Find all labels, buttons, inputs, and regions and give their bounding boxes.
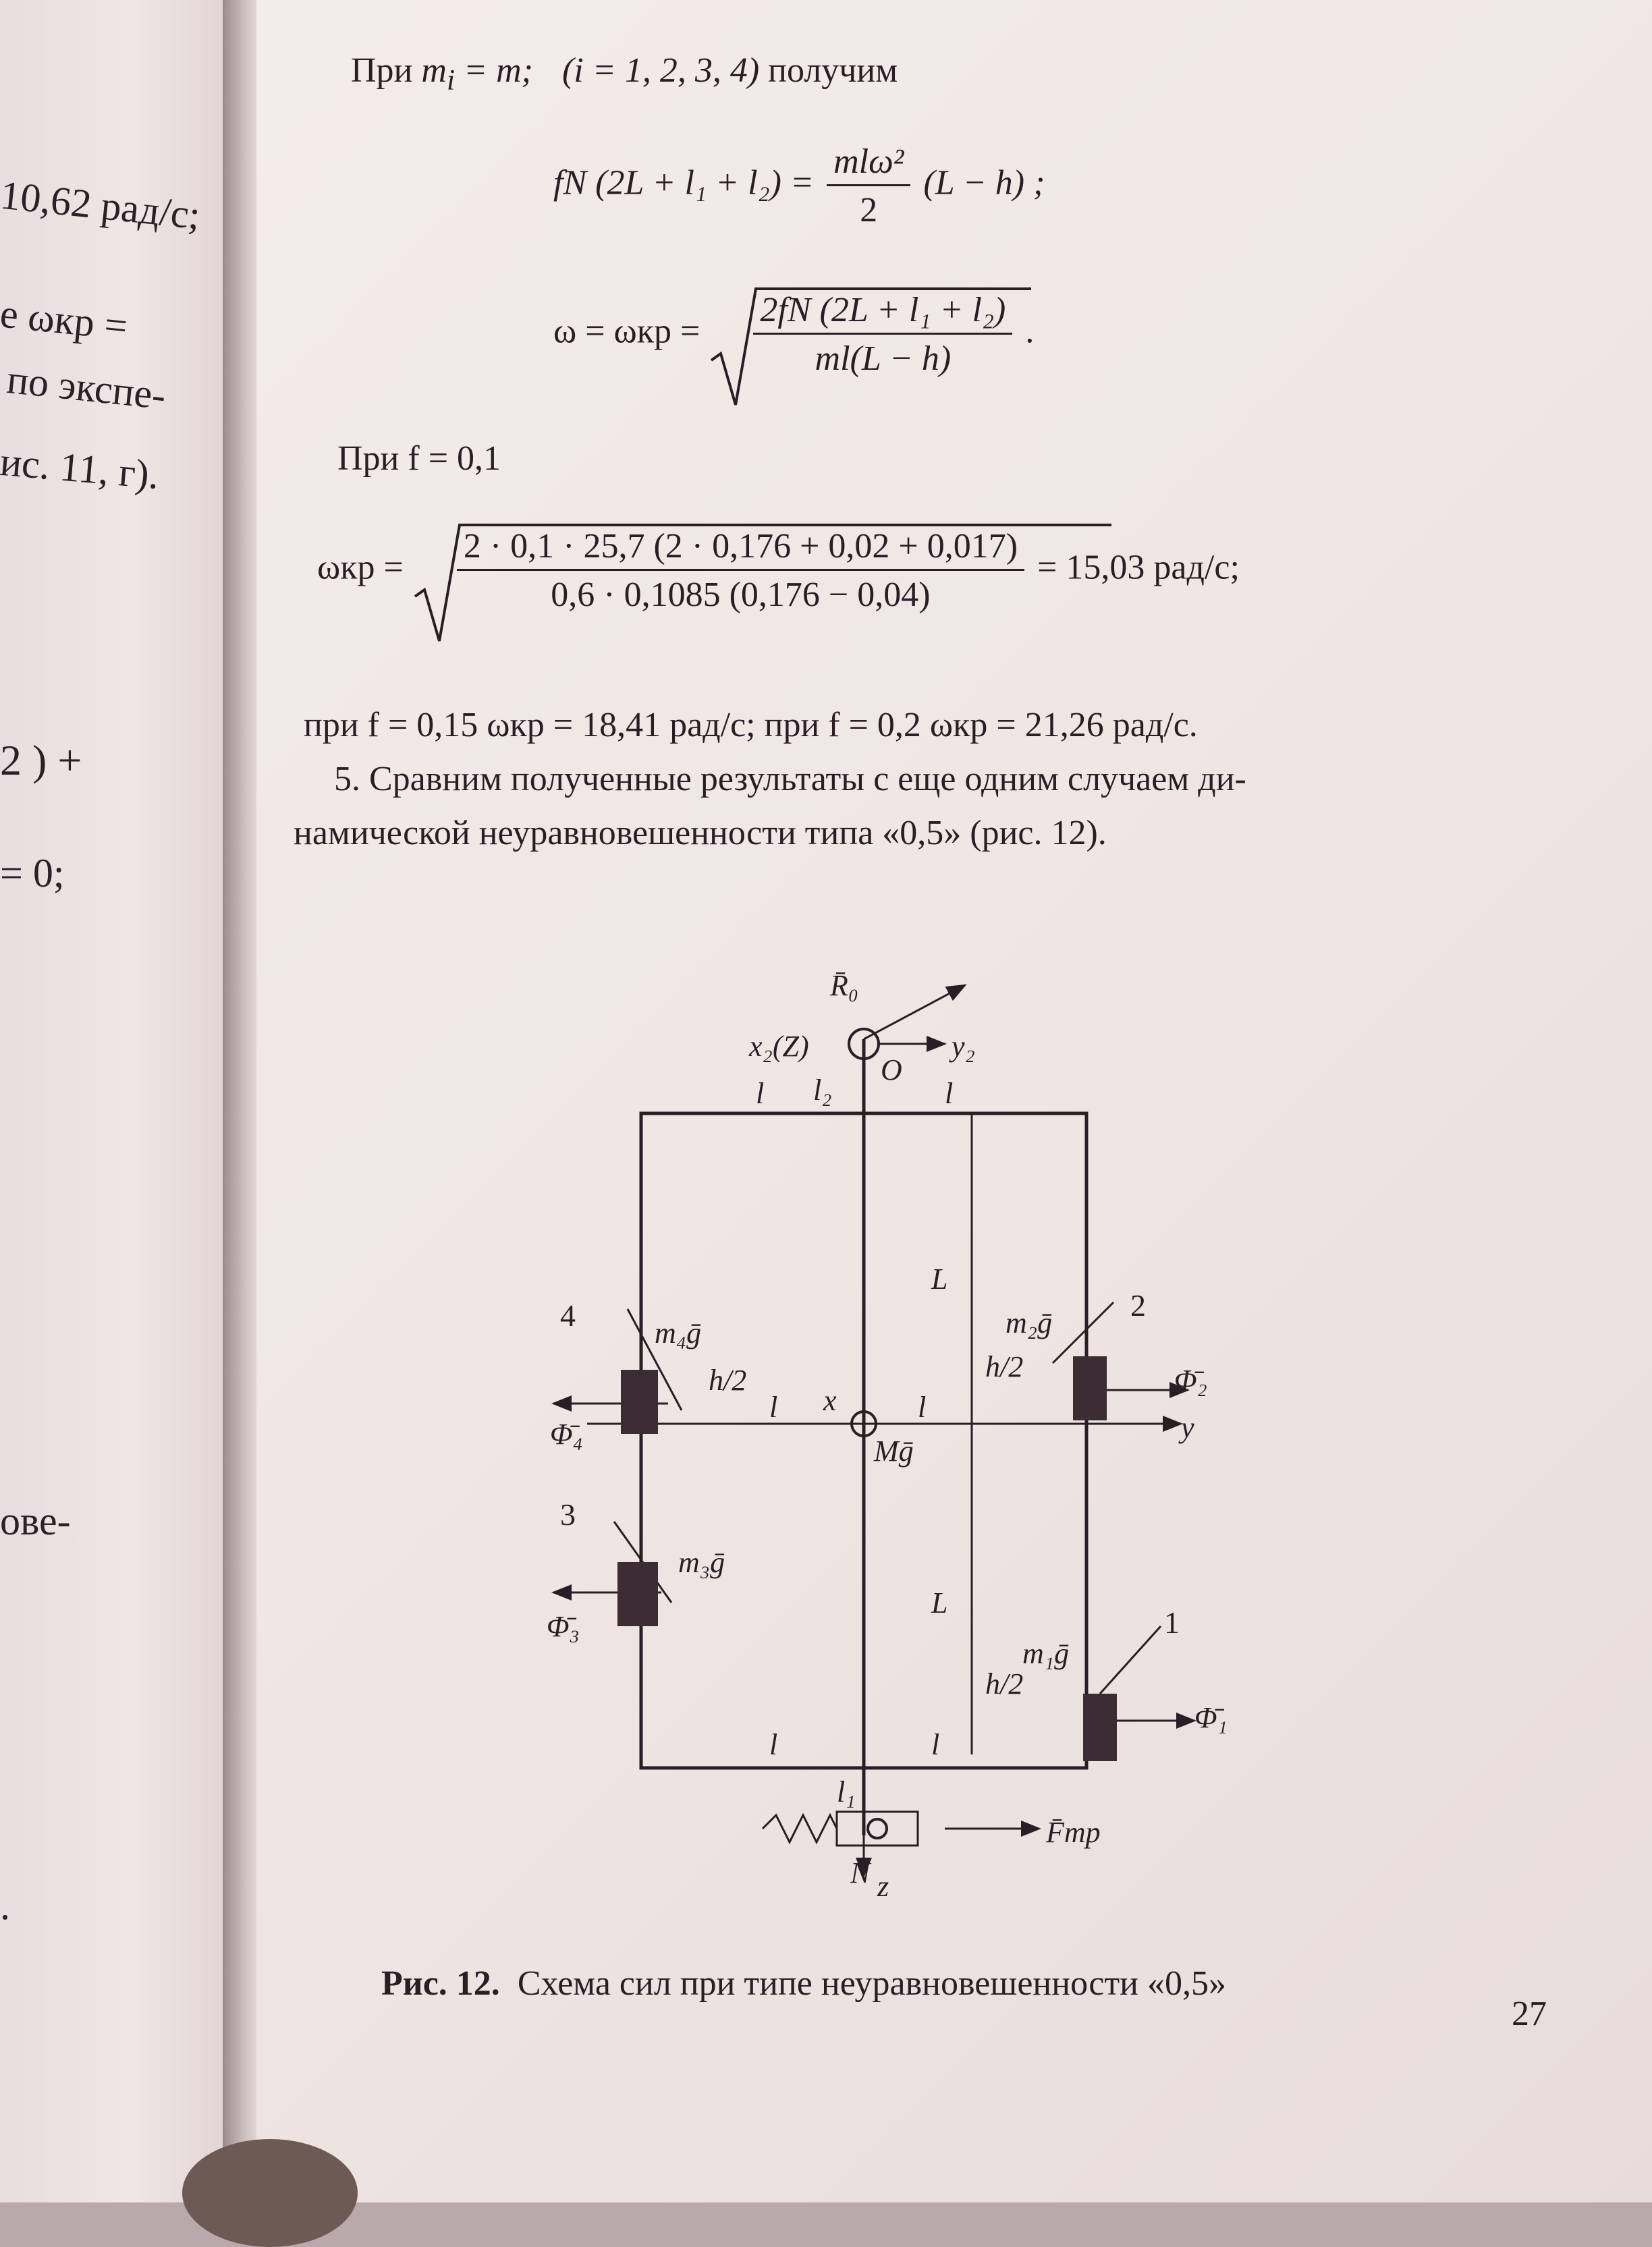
spring — [761, 1812, 838, 1845]
label-l-mid-left: l — [769, 1391, 777, 1424]
results-line: при f = 0,15 ωкр = 18,41 рад/с; при f = … — [304, 706, 1198, 744]
left-fragment: ис. 11, г). — [0, 439, 161, 498]
thumb — [182, 2139, 358, 2247]
left-fragment: = 0; — [0, 851, 65, 895]
label-x2z: x₂(Z) — [748, 1030, 809, 1063]
right-page: При mi = m; (i = 1, 2, 3, 4) получим fN … — [256, 0, 1652, 2202]
mass-2 — [1073, 1356, 1107, 1420]
bearing-marker — [866, 1818, 888, 1839]
label-phi4: Φ̄₄ — [550, 1418, 583, 1451]
figure-caption: Рис. 12. Схема сил при типе неуравновеше… — [381, 1964, 1226, 2003]
label-l-bottom-right: l — [931, 1728, 939, 1761]
mass-number-4: 4 — [560, 1298, 576, 1333]
label-m3g: m₃ḡ — [678, 1546, 725, 1579]
label-O: O — [881, 1053, 902, 1086]
left-fragment: е ωкр = — [0, 291, 130, 349]
paragraph-line-1: 5. Сравним полученные результаты с еще о… — [334, 760, 1246, 798]
mass-1 — [1083, 1694, 1117, 1761]
label-h2-low: h/2 — [985, 1667, 1023, 1700]
label-y: y — [1178, 1411, 1194, 1444]
left-fragment: . — [0, 1883, 10, 1928]
equation-3: ωкр = 2 · 0,1 · 25,7 (2 · 0,176 + 0,02 +… — [317, 524, 1240, 642]
origin-marker — [848, 1028, 880, 1060]
label-l-top-right: l — [945, 1077, 953, 1110]
label-l2: l₂ — [813, 1074, 832, 1107]
r0-arrow — [863, 984, 967, 1041]
left-fragment: 10,62 рад/с; — [0, 172, 202, 238]
mass-4 — [621, 1370, 658, 1434]
label-h2-right: h/2 — [985, 1350, 1023, 1383]
mass-number-3: 3 — [560, 1497, 576, 1532]
left-page: 10,62 рад/с; е ωкр = по экспе- ис. 11, г… — [0, 0, 223, 2202]
label-L-bottom: L — [931, 1586, 947, 1619]
label-phi2: Φ̄₂ — [1174, 1364, 1207, 1397]
label-z: z — [877, 1870, 889, 1903]
center-mass-marker — [850, 1410, 877, 1437]
equation-2: ω = ωкр = 2fN (2L + l₁ + l₂)ml(L − h) . — [553, 287, 1034, 406]
label-m2g: m₂ḡ — [1006, 1306, 1052, 1339]
left-fragment: по экспе- — [5, 356, 168, 418]
label-x: x — [823, 1384, 837, 1417]
label-R0: R̄₀ — [829, 969, 858, 1002]
label-phi1: Φ̄₁ — [1194, 1701, 1228, 1734]
label-m4g: m₄ḡ — [655, 1316, 701, 1350]
label-phi3: Φ̄₃ — [547, 1610, 580, 1643]
mass-number-1: 1 — [1164, 1605, 1180, 1640]
force-diagram: R̄₀ x₂(Z) y₂ O l₂ L L m₄ḡ m₂ḡ m₃ḡ m₁ḡ h/… — [547, 969, 1228, 1903]
paragraph-line-2: намической неуравновешенности типа «0,5»… — [294, 814, 1107, 852]
label-m1g: m₁ḡ — [1022, 1637, 1069, 1670]
label-L-top: L — [931, 1263, 947, 1296]
bearing — [835, 1810, 919, 1847]
line-pri-mi: При mi = m; (i = 1, 2, 3, 4) получим — [351, 51, 898, 96]
label-N: N̄ — [850, 1856, 872, 1889]
label-h2-left: h/2 — [709, 1364, 746, 1397]
label-Ftr: F̄тр — [1045, 1816, 1101, 1849]
mass-number-2: 2 — [1130, 1288, 1146, 1323]
label-l-mid-right: l — [918, 1391, 926, 1424]
label-Mg: Mḡ — [873, 1435, 914, 1468]
left-fragment: 2 ) + — [0, 736, 82, 784]
label-l-top-left: l — [756, 1077, 764, 1110]
line-at-f: При f = 0,1 — [337, 439, 501, 478]
page-number: 27 — [1512, 1995, 1547, 2033]
left-fragment: ове- — [0, 1499, 71, 1543]
label-l-bottom-left: l — [769, 1728, 777, 1761]
label-l1: l₁ — [837, 1775, 856, 1808]
label-y2: y₂ — [949, 1030, 975, 1063]
mass-3 — [617, 1562, 658, 1626]
